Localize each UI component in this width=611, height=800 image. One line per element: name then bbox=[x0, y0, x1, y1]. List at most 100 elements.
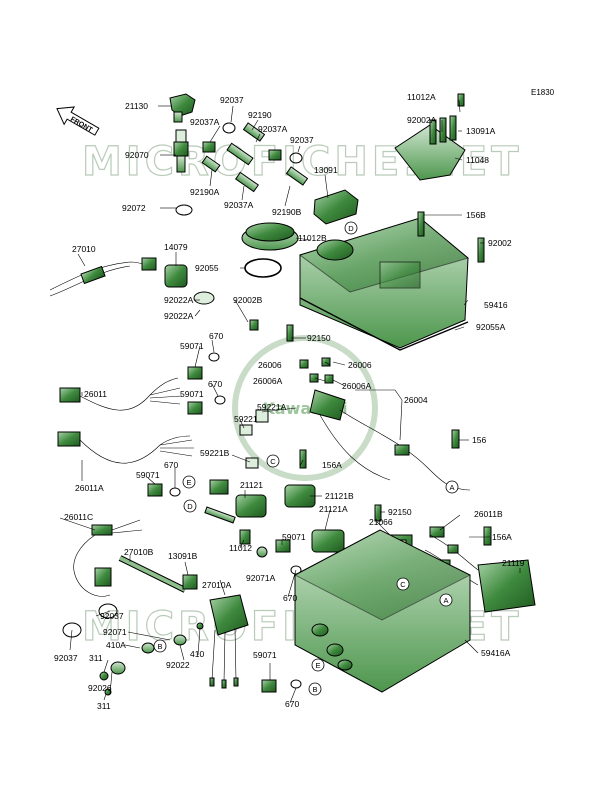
ref-A-right bbox=[445, 480, 459, 494]
ref-D-mid bbox=[183, 499, 197, 513]
label-11012: 11012 bbox=[229, 543, 252, 553]
label-92072: 92072 bbox=[122, 203, 146, 213]
label-92037A: 92037A bbox=[190, 117, 220, 127]
svg-text:D: D bbox=[187, 502, 193, 511]
washers bbox=[62, 603, 204, 696]
ref-C-mid bbox=[266, 454, 280, 468]
label-21121: 21121 bbox=[240, 480, 263, 490]
label-92071A: 92071A bbox=[246, 573, 276, 583]
label-670: 670 bbox=[208, 379, 222, 389]
label-11012B: 11012B bbox=[298, 233, 327, 243]
label-92037: 92037 bbox=[54, 653, 78, 663]
label-59071: 59071 bbox=[180, 341, 204, 351]
svg-text:A: A bbox=[443, 596, 448, 605]
label-92055A: 92055A bbox=[476, 322, 506, 332]
label-26011B: 26011B bbox=[474, 509, 503, 519]
ref-E-mid bbox=[182, 475, 196, 489]
label-59071: 59071 bbox=[282, 532, 306, 542]
label-59221B: 59221B bbox=[200, 448, 230, 458]
label-92002: 92002 bbox=[488, 238, 512, 248]
svg-text:A: A bbox=[449, 483, 454, 492]
label-92037: 92037 bbox=[290, 135, 314, 145]
label-156B: 156B bbox=[466, 210, 486, 220]
ref-B-bottom bbox=[308, 682, 322, 696]
label-59416: 59416 bbox=[484, 300, 508, 310]
label-92037A: 92037A bbox=[224, 200, 254, 210]
svg-text:D: D bbox=[348, 224, 354, 233]
label-311: 311 bbox=[89, 653, 103, 663]
label-670: 670 bbox=[285, 699, 299, 709]
main-harness-26004 bbox=[309, 389, 471, 538]
label-21121A: 21121A bbox=[319, 504, 348, 514]
svg-text:B: B bbox=[157, 642, 162, 651]
label-26006A: 26006A bbox=[253, 376, 283, 386]
label-92190B: 92190B bbox=[272, 207, 302, 217]
bolts bbox=[249, 211, 492, 546]
svg-text:C: C bbox=[400, 580, 406, 589]
label-92002A: 92002A bbox=[407, 115, 437, 125]
sensor-27010A bbox=[209, 594, 249, 689]
label-11048: 11048 bbox=[466, 155, 489, 165]
part-labels: 21130 92037 92190 92037A 92037A 92037 92… bbox=[54, 92, 525, 711]
label-26006: 26006 bbox=[348, 360, 372, 370]
label-59416A: 59416A bbox=[481, 648, 511, 658]
svg-text:E: E bbox=[315, 661, 320, 670]
label-13091A: 13091A bbox=[466, 126, 496, 136]
label-26006: 26006 bbox=[258, 360, 282, 370]
svg-text:B: B bbox=[312, 685, 317, 694]
plug-11012 bbox=[239, 529, 268, 558]
connectors-59221 bbox=[239, 409, 269, 469]
harness-26011 bbox=[59, 377, 183, 411]
label-21066: 21066 bbox=[369, 517, 393, 527]
spark-plug-92070 bbox=[173, 129, 189, 173]
label-92037A: 92037A bbox=[258, 124, 288, 134]
label-92150: 92150 bbox=[388, 507, 412, 517]
label-13091: 13091 bbox=[314, 165, 338, 175]
label-92071: 92071 bbox=[103, 627, 127, 637]
label-26006A: 26006A bbox=[342, 381, 372, 391]
front-arrow-icon: FRONT bbox=[56, 106, 100, 136]
hose-clamps bbox=[175, 122, 309, 216]
ref-B-low bbox=[153, 639, 167, 653]
coil-bracket-13091 bbox=[313, 189, 359, 225]
gasket-92055A bbox=[299, 297, 469, 351]
label-59221A: 59221A bbox=[257, 402, 287, 412]
label-26004: 26004 bbox=[404, 395, 428, 405]
label-59221: 59221 bbox=[234, 414, 258, 424]
ignition-coils-21121 bbox=[204, 479, 345, 553]
label-670: 670 bbox=[283, 593, 297, 603]
ref-C-low bbox=[396, 577, 410, 591]
label-27010B: 27010B bbox=[124, 547, 154, 557]
unit-14079 bbox=[164, 264, 215, 305]
label-92026: 92026 bbox=[88, 683, 112, 693]
o-ring-92055 bbox=[244, 258, 282, 278]
block-13091B bbox=[182, 574, 198, 590]
label-92037: 92037 bbox=[100, 611, 124, 621]
svg-text:C: C bbox=[270, 457, 276, 466]
leader-lines bbox=[59, 99, 521, 704]
electric-box-case-59416A bbox=[293, 529, 472, 693]
label-156: 156 bbox=[472, 435, 486, 445]
relays-26006 bbox=[299, 357, 334, 384]
label-156A: 156A bbox=[492, 532, 512, 542]
label-59071: 59071 bbox=[136, 470, 160, 480]
label-156A: 156A bbox=[322, 460, 342, 470]
label-92037: 92037 bbox=[220, 95, 244, 105]
label-92190A: 92190A bbox=[190, 187, 220, 197]
label-59071: 59071 bbox=[253, 650, 277, 660]
label-26011A: 26011A bbox=[75, 483, 104, 493]
label-92190: 92190 bbox=[248, 110, 272, 120]
label-92070: 92070 bbox=[125, 150, 149, 160]
ref-A-low bbox=[439, 593, 453, 607]
sensor-27010 bbox=[49, 257, 157, 297]
harness-26011A bbox=[57, 431, 194, 464]
label-92150: 92150 bbox=[307, 333, 331, 343]
ref-D-top bbox=[344, 221, 358, 235]
svg-text:E: E bbox=[186, 478, 191, 487]
label-670: 670 bbox=[164, 460, 178, 470]
label-410: 410 bbox=[190, 649, 204, 659]
label-92002B: 92002B bbox=[233, 295, 263, 305]
label-26011: 26011 bbox=[84, 389, 107, 399]
bracket-11048 bbox=[394, 93, 466, 181]
label-21121B: 21121B bbox=[325, 491, 354, 501]
